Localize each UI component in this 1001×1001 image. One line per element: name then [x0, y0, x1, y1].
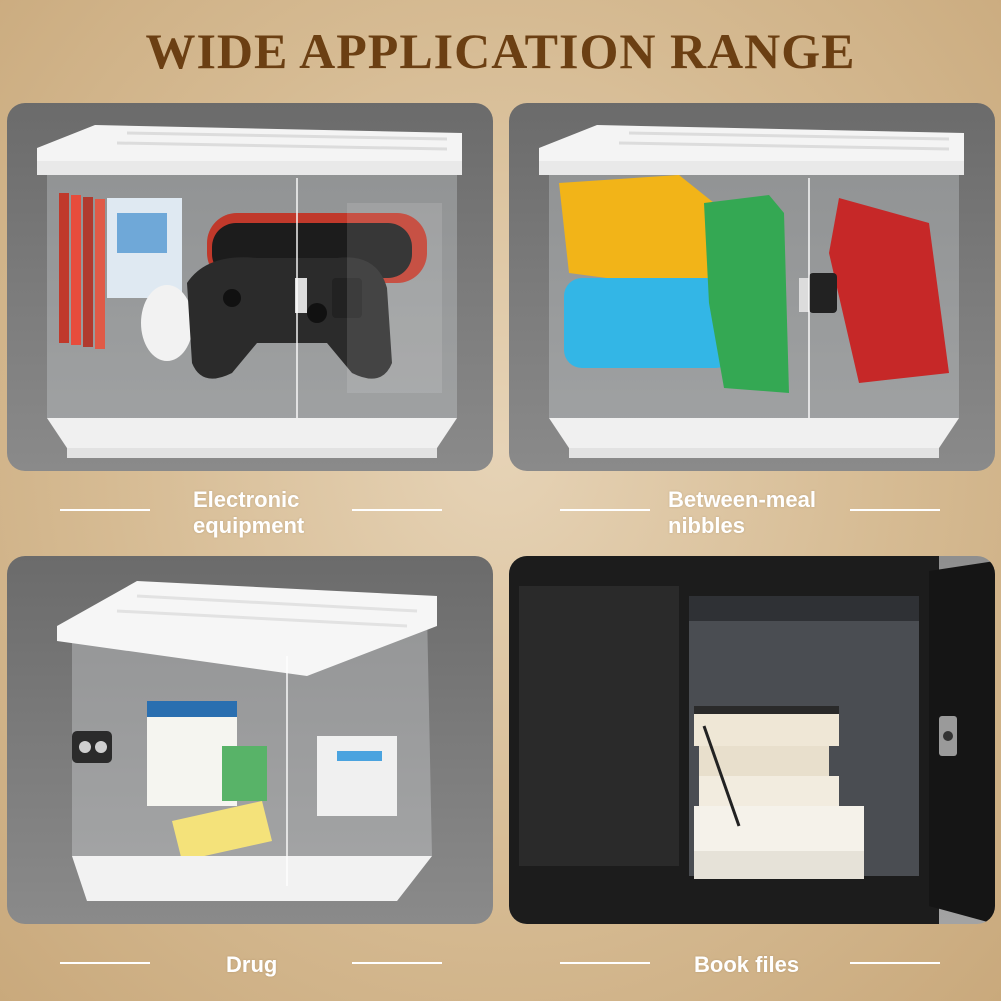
- caption-divider-left: [60, 509, 150, 511]
- caption-line: nibbles: [668, 513, 746, 538]
- caption-line: equipment: [193, 513, 305, 538]
- photo-electronic-equipment: [7, 103, 493, 471]
- caption-divider-left: [560, 962, 650, 964]
- caption-line: Between-meal: [668, 487, 816, 512]
- caption-electronic-equipment: Electronic equipment: [193, 487, 304, 539]
- caption-divider-left: [60, 962, 150, 964]
- caption-line: Electronic: [193, 487, 300, 512]
- caption-divider-right: [352, 962, 442, 964]
- storage-box-controllers-image: [37, 125, 462, 458]
- caption-divider-right: [850, 509, 940, 511]
- caption-divider-left: [560, 509, 650, 511]
- photo-book-files: [509, 556, 995, 924]
- caption-divider-right: [352, 509, 442, 511]
- caption-between-meal-nibbles: Between-meal nibbles: [668, 487, 816, 539]
- caption-divider-right: [850, 962, 940, 964]
- caption-book-files: Book files: [694, 952, 800, 977]
- photo-drug: [7, 556, 493, 924]
- photo-between-meal-nibbles: [509, 103, 995, 471]
- storage-box-medicine-image: [57, 581, 437, 901]
- storage-box-books-image: [509, 556, 995, 924]
- storage-box-snacks-image: [539, 125, 964, 458]
- page-title: WIDE APPLICATION RANGE: [145, 23, 856, 79]
- caption-drug: Drug: [226, 952, 278, 977]
